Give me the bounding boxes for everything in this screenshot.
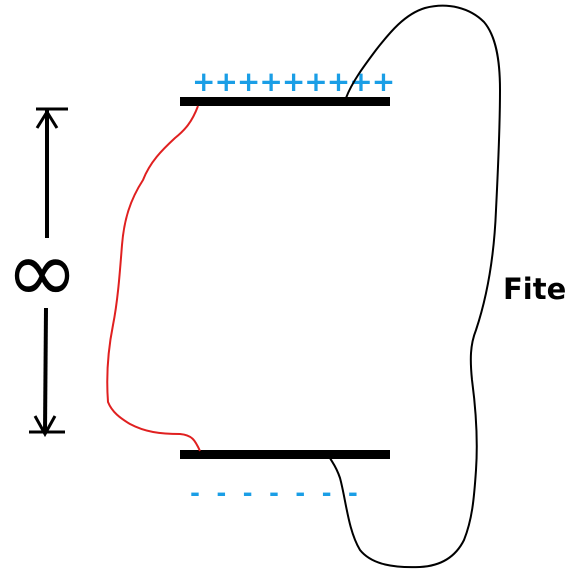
black-curve xyxy=(329,4,502,569)
top-plate-charge: +++++++++ xyxy=(192,65,394,98)
arrow-up-icon xyxy=(35,109,59,129)
side-label: Fite xyxy=(503,272,566,306)
bottom-plate xyxy=(180,450,390,459)
separation-label: ∞ xyxy=(5,220,78,323)
top-plate xyxy=(180,97,390,106)
dimension-arrow xyxy=(29,107,68,438)
arrow-down-icon xyxy=(33,415,57,438)
red-curve xyxy=(106,105,201,452)
dimension-lower-shaft xyxy=(43,307,48,433)
bottom-plate-charge: - - - - - - - xyxy=(190,479,362,507)
